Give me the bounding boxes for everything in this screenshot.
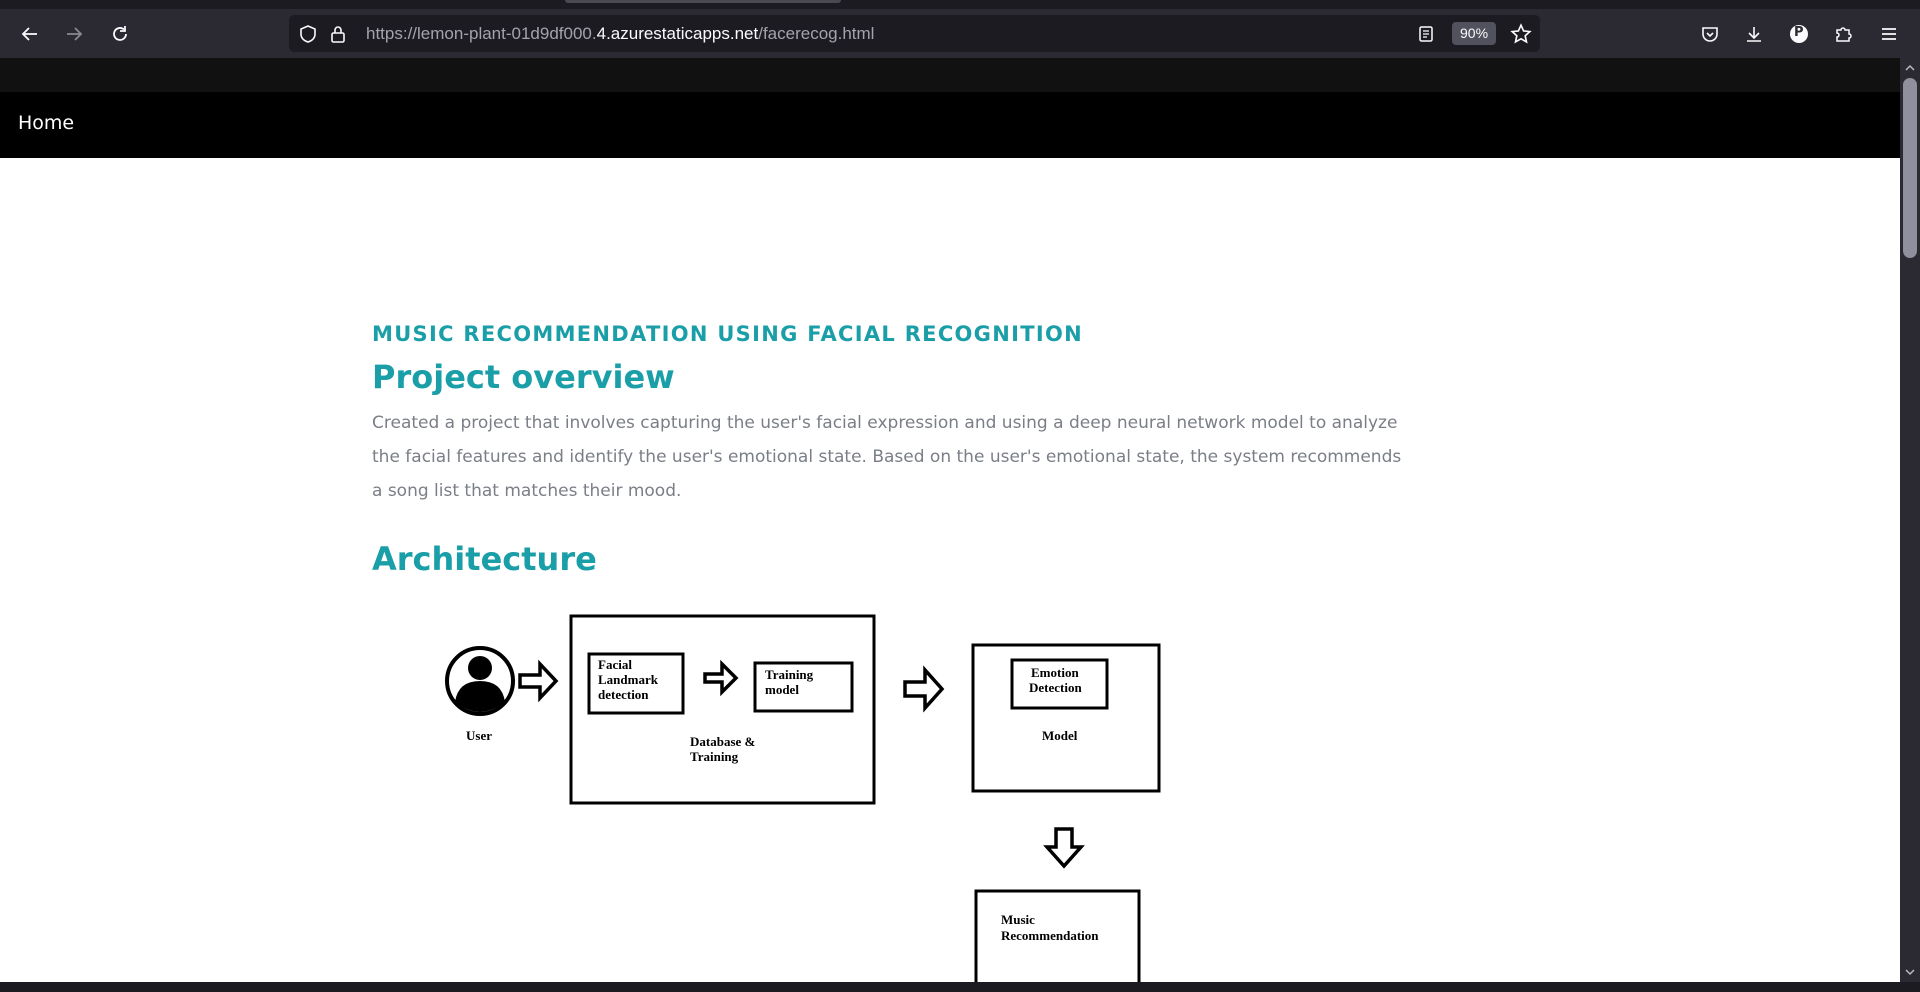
facial-landmark-box [587,652,685,715]
pocket-button[interactable] [1694,18,1726,50]
page-scrollbar[interactable] [1900,58,1920,982]
url-prefix: https://lemon-plant-01d9df000. [366,24,597,43]
tab-strip [0,0,1920,9]
facial-landmark-label: Facial Landmark detection [598,657,661,702]
profile-initial: P [1794,25,1804,40]
reload-button[interactable] [104,18,136,50]
arrow-right-icon [67,27,83,41]
arrow-right-icon [903,665,945,713]
scrollbar-thumb[interactable] [1903,78,1917,258]
puzzle-icon [1836,27,1852,42]
nav-home-link[interactable]: Home [18,112,75,134]
arrow-right-icon [518,659,559,703]
active-tab-edge[interactable] [565,0,841,3]
site-navbar: Home [0,92,1900,158]
user-avatar-icon [445,646,515,716]
overview-paragraph: Created a project that involves capturin… [372,413,1402,501]
url-bar[interactable]: https://lemon-plant-01d9df000.4.azuresta… [289,15,1540,52]
architecture-diagram: User Facial Landmark detection Training … [445,614,1161,982]
user-label: User [466,728,492,743]
model-label: Model [1042,728,1078,743]
profile-button[interactable]: P [1783,18,1815,50]
overview-heading: Project overview [372,358,675,396]
emotion-detection-box [1010,658,1109,710]
scrollbar-track[interactable] [1900,58,1920,982]
profile-avatar-icon [1790,25,1808,43]
scroll-up-icon[interactable] [1904,62,1916,74]
music-recommendation-label: Music Recommendation [1001,912,1099,943]
url-path: /facerecog.html [758,24,875,43]
browser-toolbar: https://lemon-plant-01d9df000.4.azuresta… [0,9,1920,58]
model-box [971,643,1161,793]
page-viewport: Home MUSIC RECOMMENDATION USING FACIAL R… [0,58,1900,982]
taskbar-edge [0,982,1920,992]
url-domain: 4.azurestaticapps.net [596,24,759,43]
training-model-box [753,661,854,713]
pocket-icon [1702,27,1718,42]
reload-icon [113,26,127,41]
star-icon[interactable] [1510,23,1532,45]
arrow-down-icon [1043,827,1085,869]
database-training-box [569,614,876,805]
arrow-right-icon [703,659,739,697]
architecture-heading: Architecture [372,540,597,578]
download-icon [1747,27,1761,42]
hamburger-menu-icon [1882,28,1896,40]
downloads-button[interactable] [1738,18,1770,50]
lock-icon[interactable] [327,23,349,45]
zoom-level-badge[interactable]: 90% [1452,22,1497,45]
reader-view-icon[interactable] [1415,23,1437,45]
scroll-down-icon[interactable] [1904,966,1916,978]
arrow-left-icon [21,27,37,41]
extensions-button[interactable] [1827,18,1859,50]
emotion-detection-label: Emotion Detection [1029,665,1082,695]
training-model-label: Training model [765,667,816,697]
app-menu-button[interactable] [1873,18,1905,50]
database-training-label: Database & Training [690,734,759,764]
back-button[interactable] [14,18,46,50]
forward-button[interactable] [58,18,90,50]
shield-icon[interactable] [297,23,319,45]
page-top-strip [0,58,1900,92]
url-text[interactable]: https://lemon-plant-01d9df000.4.azuresta… [366,24,874,44]
project-eyebrow-title: MUSIC RECOMMENDATION USING FACIAL RECOGN… [372,322,1083,346]
music-recommendation-box [974,889,1141,982]
